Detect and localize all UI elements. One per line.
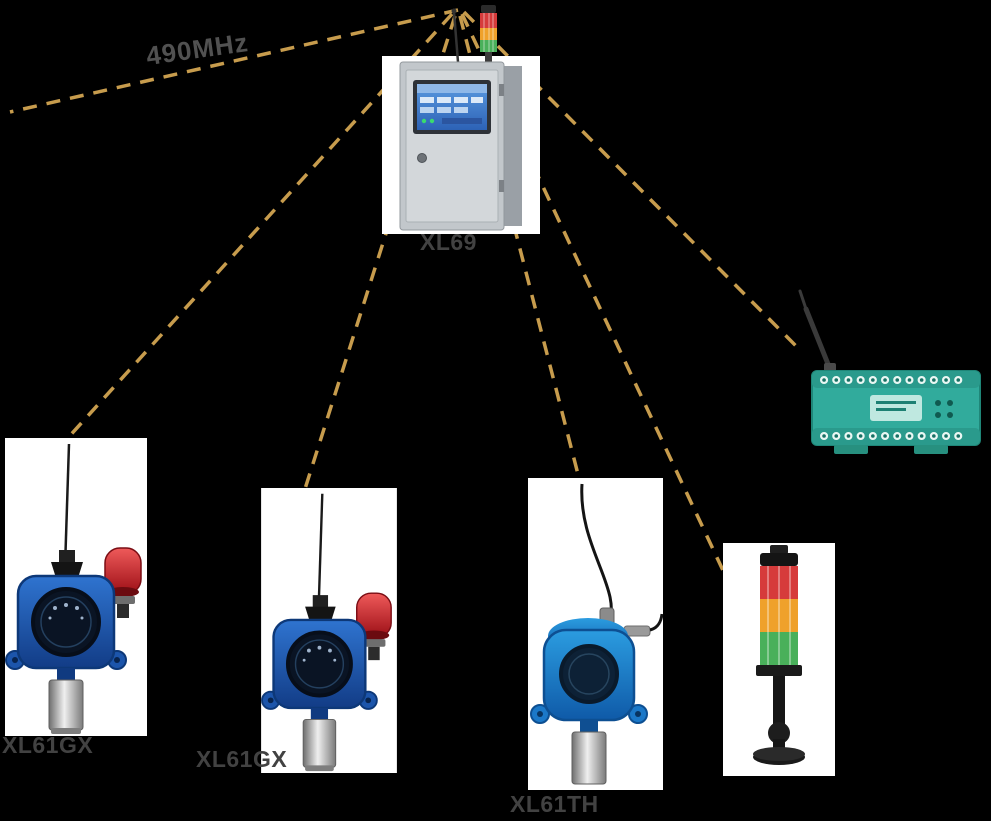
detector2-label: XL61GX: [196, 746, 288, 772]
lcd-screen: [413, 80, 491, 134]
controller-label: XL69: [420, 229, 477, 255]
antenna-icon: [798, 289, 836, 375]
gas-detector-xl61gx-2: [258, 488, 400, 773]
antenna-icon: [317, 493, 324, 613]
signal-tower-light: [723, 543, 835, 776]
antenna-icon: [451, 8, 460, 63]
transmitter-xl61th: [528, 478, 663, 790]
wireless-relay-module: [786, 283, 991, 468]
door-lock-icon: [417, 153, 427, 163]
detector-body: [261, 595, 378, 772]
relay-module-body: [811, 370, 981, 454]
tower-pole-and-base: [753, 676, 805, 765]
sensor-cylinder: [571, 731, 607, 785]
gas-detector-xl61gx-1: [5, 438, 147, 736]
beacon-tower-icon: [480, 5, 497, 63]
link-to-signal-tower: [460, 13, 752, 629]
control-cabinet: [399, 61, 522, 231]
transmitter-body: [530, 618, 648, 785]
sensor-cylinder: [48, 679, 84, 731]
tower-lamp: [756, 545, 802, 676]
link-490mhz: [9, 8, 459, 114]
sensor-cylinder: [302, 718, 337, 768]
detector3-label: XL61TH: [510, 791, 599, 817]
controller-xl69: [380, 0, 542, 238]
detector-body: [5, 550, 127, 734]
antenna-icon: [63, 443, 71, 569]
detector1-label: XL61GX: [2, 732, 94, 758]
